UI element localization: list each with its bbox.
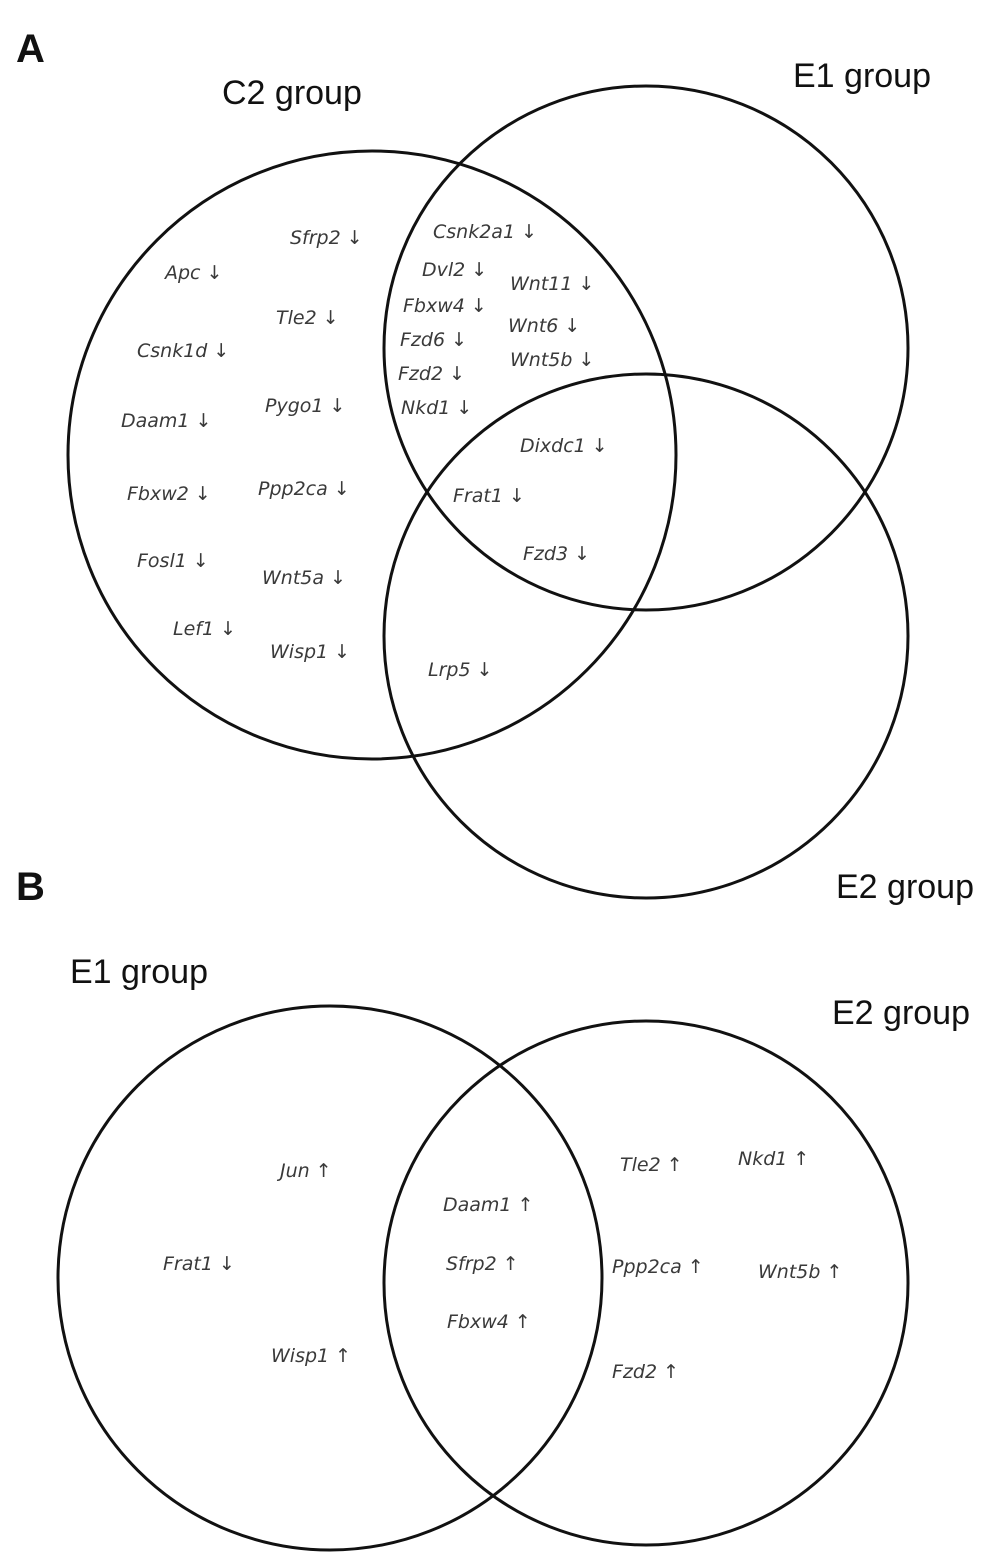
gene-label: Apc ↓ — [163, 262, 222, 284]
gene-label: Wisp1 ↑ — [271, 1345, 351, 1367]
gene-label: Sfrp2 ↑ — [446, 1253, 519, 1275]
gene-label: Wnt6 ↓ — [508, 315, 580, 337]
panel-a-group-e2-label: E2 group — [836, 868, 974, 906]
panel-a-circle-e2 — [382, 372, 910, 900]
panel-a-label: A — [16, 27, 45, 71]
gene-label: Nkd1 ↓ — [401, 397, 472, 419]
gene-label: Fbxw4 ↓ — [403, 295, 487, 317]
gene-label: Frat1 ↓ — [453, 485, 525, 507]
panel-b-circle-e2 — [382, 1019, 910, 1547]
panel-b-label: B — [16, 865, 45, 909]
gene-label: Fzd6 ↓ — [400, 329, 467, 351]
gene-label: Fzd3 ↓ — [523, 543, 590, 565]
gene-label: Fbxw4 ↑ — [447, 1311, 531, 1333]
gene-label: Fzd2 ↑ — [612, 1361, 679, 1383]
gene-label: Daam1 ↓ — [121, 410, 211, 432]
panel-a-circle-c2 — [66, 149, 678, 761]
panel-a-genes: Sfrp2 ↓ Apc ↓ Tle2 ↓ Csnk1d ↓ Daam1 ↓ Py… — [121, 221, 608, 681]
gene-label: Fzd2 ↓ — [398, 363, 465, 385]
gene-label: Lef1 ↓ — [173, 618, 236, 640]
panel-a-circle-e1 — [382, 84, 910, 612]
gene-label: Tle2 ↑ — [620, 1154, 683, 1176]
gene-label: Wnt11 ↓ — [510, 273, 594, 295]
gene-label: Fosl1 ↓ — [137, 550, 209, 572]
gene-label: Daam1 ↑ — [443, 1194, 533, 1216]
gene-label: Pygo1 ↓ — [265, 395, 345, 417]
panel-a-group-c2-label: C2 group — [222, 74, 362, 112]
gene-label: Frat1 ↓ — [163, 1253, 235, 1275]
panel-b-circle-e1 — [56, 1004, 604, 1552]
gene-label: Ppp2ca ↑ — [612, 1256, 704, 1278]
gene-label: Nkd1 ↑ — [738, 1148, 809, 1170]
gene-label: Jun ↑ — [276, 1160, 332, 1182]
gene-label: Lrp5 ↓ — [428, 659, 493, 681]
gene-label: Sfrp2 ↓ — [290, 227, 363, 249]
gene-label: Wnt5b ↓ — [510, 349, 594, 371]
panel-b-group-e2-label: E2 group — [832, 994, 970, 1032]
gene-label: Dixdc1 ↓ — [520, 435, 608, 457]
gene-label: Dvl2 ↓ — [422, 259, 487, 281]
panel-a: A C2 group E1 group E2 group Sfrp2 ↓ Apc… — [16, 27, 974, 906]
panel-a-group-e1-label: E1 group — [793, 57, 931, 95]
gene-label: Ppp2ca ↓ — [258, 478, 350, 500]
panel-b-group-e1-label: E1 group — [70, 953, 208, 991]
gene-label: Csnk2a1 ↓ — [433, 221, 537, 243]
gene-label: Wisp1 ↓ — [270, 641, 350, 663]
gene-label: Fbxw2 ↓ — [127, 483, 211, 505]
panel-b: B E1 group E2 group Jun ↑ Frat1 ↓ Wisp1 … — [16, 865, 970, 1552]
gene-label: Wnt5b ↑ — [758, 1261, 842, 1283]
gene-label: Csnk1d ↓ — [137, 340, 229, 362]
gene-label: Tle2 ↓ — [276, 307, 339, 329]
gene-label: Wnt5a ↓ — [262, 567, 346, 589]
panel-b-genes: Jun ↑ Frat1 ↓ Wisp1 ↑ Daam1 ↑ Sfrp2 ↑ Fb… — [163, 1148, 842, 1383]
